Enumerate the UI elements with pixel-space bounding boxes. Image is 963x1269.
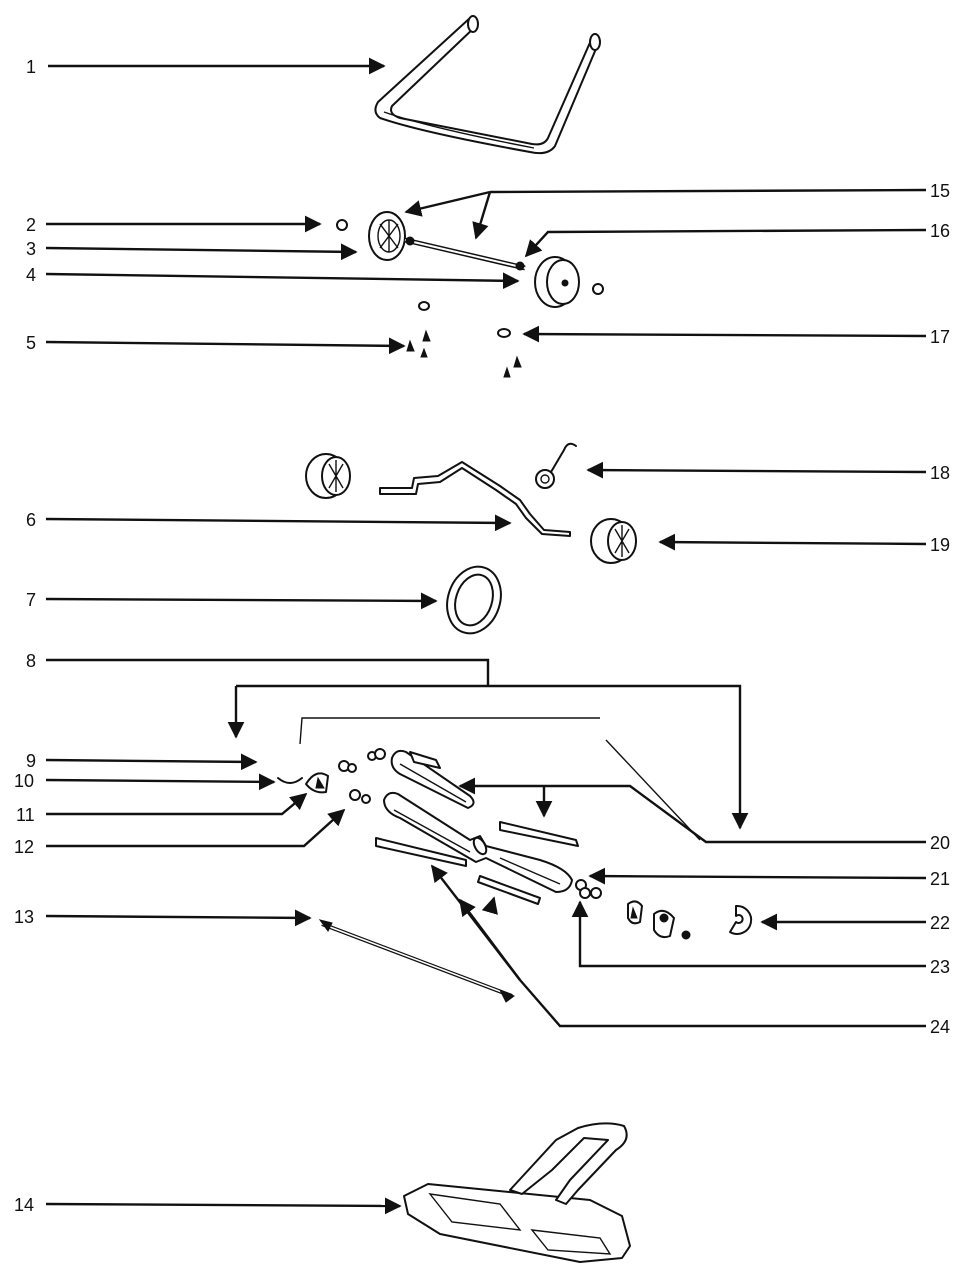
callout-2: 2: [26, 215, 36, 235]
part-17-screws: [497, 328, 522, 378]
brush-segment-upper: [390, 749, 475, 809]
callout-20: 20: [930, 833, 950, 853]
callout-23: 23: [930, 957, 950, 977]
callout-1: 1: [26, 57, 36, 77]
part-4-rear-wheel: [534, 256, 580, 308]
brushroll-dowel: [383, 791, 573, 893]
callout-10: 10: [14, 771, 34, 791]
part-5-screws: [406, 301, 431, 358]
callout-21: 21: [930, 869, 950, 889]
callout-15: 15: [930, 181, 950, 201]
callout-4: 4: [26, 265, 36, 285]
callout-labels: 1 2 3 4 5 6 7 8 9 10 11 12 13 14 15 16 1…: [14, 57, 950, 1215]
callout-24: 24: [930, 1017, 950, 1037]
part-6-crank-axle: [379, 461, 571, 537]
part-21-23-bearings: [575, 879, 602, 899]
part-9-10-11-end-caps: [277, 772, 329, 794]
part-22-retaining-ring: [729, 904, 753, 935]
brush-strips-lower: [375, 837, 541, 905]
part-3-rear-wheel: [368, 211, 406, 261]
part-19-front-wheel: [590, 518, 637, 564]
part-2-nut: [336, 219, 348, 231]
part-1-handle-bail: [374, 15, 601, 155]
end-cap-right-pieces: [627, 900, 691, 940]
bearing-washers-left: [338, 748, 386, 804]
callout-9: 9: [26, 751, 36, 771]
callout-14: 14: [14, 1195, 34, 1215]
callout-17: 17: [930, 327, 950, 347]
part-13-shaft: [318, 919, 515, 1003]
leader-lines: [45, 57, 927, 1215]
callout-6: 6: [26, 510, 36, 530]
callout-22: 22: [930, 913, 950, 933]
callout-8: 8: [26, 651, 36, 671]
part-7-belt: [446, 565, 502, 635]
front-wheel-left: [305, 453, 351, 499]
callout-3: 3: [26, 239, 36, 259]
part-14-nozzle-plate: [403, 1122, 631, 1263]
part-16-collar: [515, 261, 525, 271]
callout-5: 5: [26, 333, 36, 353]
callout-12: 12: [14, 837, 34, 857]
axle-cap: [592, 283, 604, 295]
rear-axle: [404, 236, 526, 271]
brush-strip: [499, 821, 579, 847]
callout-13: 13: [14, 907, 34, 927]
callout-18: 18: [930, 463, 950, 483]
part-18-adjuster: [535, 442, 577, 489]
callout-16: 16: [930, 221, 950, 241]
brushroll-assembly-outline: [299, 717, 701, 841]
callout-19: 19: [930, 535, 950, 555]
callout-7: 7: [26, 590, 36, 610]
callout-11: 11: [16, 805, 35, 825]
